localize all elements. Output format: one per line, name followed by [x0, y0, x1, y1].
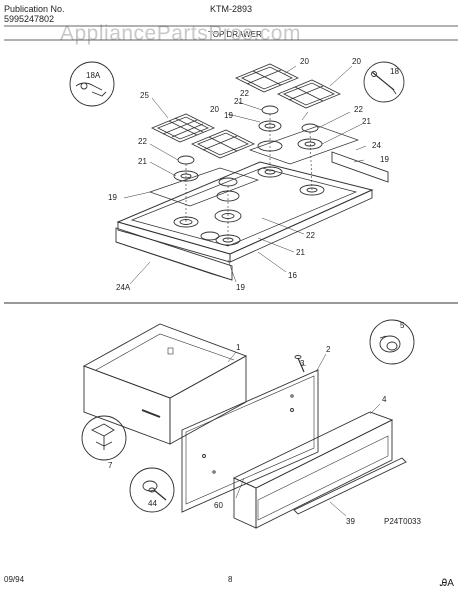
callout-19c: 19 [108, 193, 117, 202]
callout-4: 4 [382, 395, 387, 404]
callout-21a: 21 [234, 97, 243, 106]
callout-2: 2 [326, 345, 331, 354]
callout-7: 7 [108, 461, 113, 470]
screw-3 [294, 355, 305, 373]
callout-1: 1 [236, 343, 241, 352]
detail-18a-valve [69, 61, 115, 107]
callout-labels: 20 20 20 25 22 22 22 21 21 21 21 19 19 1… [86, 57, 421, 526]
drip-tray-19-left [148, 167, 260, 207]
burner-grates [151, 63, 341, 159]
callout-60: 60 [214, 501, 223, 510]
callout-21b: 21 [362, 117, 371, 126]
part-code: P24T0033 [384, 517, 421, 526]
callout-19d: 19 [236, 283, 245, 292]
footer-page: 8 [228, 575, 233, 584]
assembly-centerlines [185, 114, 313, 240]
callout-22d: 22 [306, 231, 315, 240]
callout-39: 39 [346, 517, 355, 526]
detail-5-knob [369, 319, 415, 365]
callout-19a: 19 [224, 111, 233, 120]
callout-25: 25 [140, 91, 149, 100]
detail-44-roller [129, 467, 175, 513]
callout-19b: 19 [380, 155, 389, 164]
detail-7-bracket [81, 415, 127, 461]
watermark: AppliancePartsPros.com [60, 22, 301, 45]
callout-44: 44 [148, 499, 157, 508]
trim-strip-39 [293, 457, 407, 515]
publication-label: Publication No. [4, 4, 65, 14]
front-trim-24a [115, 227, 233, 281]
drawer-box-1 [82, 323, 248, 445]
callout-22a: 22 [240, 89, 249, 98]
callout-16: 16 [288, 271, 297, 280]
callout-21c: 21 [138, 157, 147, 166]
side-trim-24 [331, 151, 389, 183]
callout-24: 24 [372, 141, 381, 150]
callout-24a: 24A [116, 283, 131, 292]
drawer-panel-2 [181, 369, 319, 513]
callout-22b: 22 [354, 105, 363, 114]
callout-18a: 18A [86, 71, 101, 80]
detail-18-igniter [363, 61, 405, 103]
callout-20b: 20 [352, 57, 361, 66]
section-title: TOP/DRAWER [208, 30, 262, 39]
callout-22c: 22 [138, 137, 147, 146]
footer-date: 09/94 [4, 575, 25, 584]
drip-tray-19-right [248, 125, 360, 165]
model-number: KTM-2893 [210, 4, 253, 14]
callout-21d: 21 [296, 248, 305, 257]
callout-5: 5 [400, 321, 405, 330]
callout-18: 18 [390, 67, 399, 76]
callout-20a: 20 [300, 57, 309, 66]
publication-number: 5995247802 [4, 14, 55, 24]
callout-leaders-top [123, 65, 367, 285]
callout-3: 3 [300, 359, 305, 368]
callout-20c: 20 [210, 105, 219, 114]
drawer-front-4 [232, 411, 394, 529]
footer-mark: ᎯA [440, 578, 454, 589]
cooktop-assembly [115, 125, 389, 281]
callout-leaders-bottom [227, 351, 381, 517]
